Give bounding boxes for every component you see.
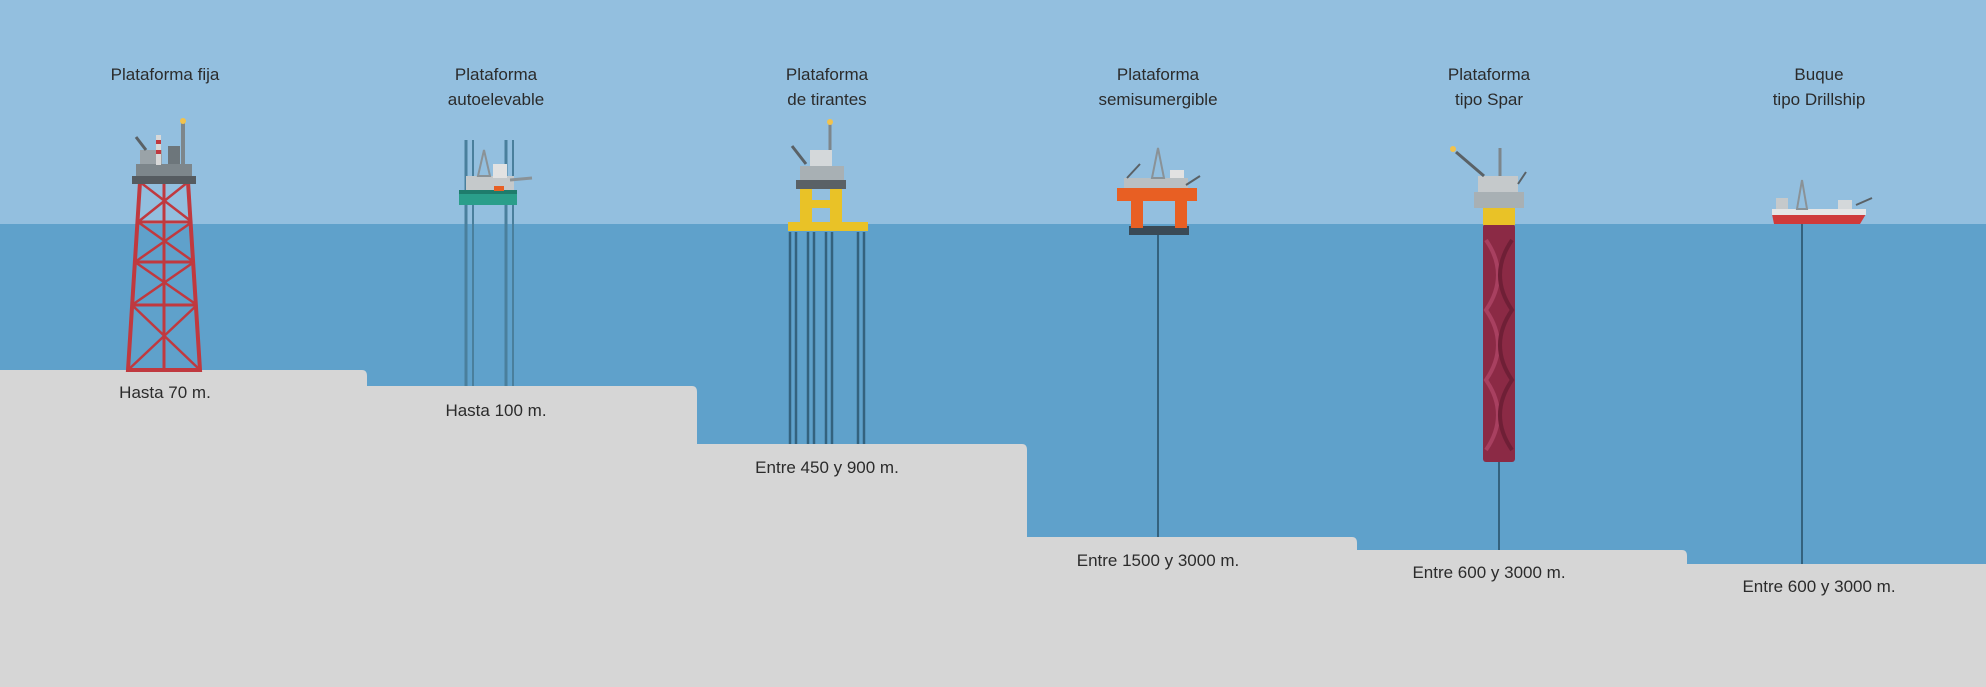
platform-title-line2: semisumergible xyxy=(1098,90,1218,109)
platform-title-fixed: Plataforma fija xyxy=(111,62,220,87)
fixed-platform-illustration xyxy=(125,118,203,372)
platform-title-line1: Plataforma xyxy=(1116,65,1200,84)
tlp-platform-illustration xyxy=(788,119,868,444)
depth-label-spar: Entre 600 y 3000 m. xyxy=(1412,563,1566,582)
platform-title-tlp: Plataforma de tirantes xyxy=(786,62,868,112)
depth-label-tlp: Entre 450 y 900 m. xyxy=(755,458,899,477)
depth-label-semisubmersible: Entre 1500 y 3000 m. xyxy=(1076,551,1240,570)
platform-title-line2: tipo Spar xyxy=(1454,90,1524,109)
platform-title-drillship: Buque tipo Drillship xyxy=(1773,62,1866,112)
platform-title-line1: Plataforma fija xyxy=(110,65,220,84)
platform-title-line1: Plataforma xyxy=(785,65,869,84)
semisubmersible-platform-illustration xyxy=(1117,147,1201,537)
platform-title-semisubmersible: Plataforma semisumergible xyxy=(1098,62,1217,112)
platform-title-line1: Plataforma xyxy=(454,65,538,84)
platform-title-line2: tipo Drillship xyxy=(1772,90,1866,109)
platform-title-line2: autoelevable xyxy=(447,90,545,109)
platform-title-line1: Plataforma xyxy=(1447,65,1531,84)
platform-title-spar: Plataforma tipo Spar xyxy=(1448,62,1530,112)
spar-platform-illustration xyxy=(1450,146,1527,550)
platform-title-line1: Buque xyxy=(1794,65,1844,84)
drillship-illustration xyxy=(1772,179,1873,564)
platform-title-jackup: Plataforma autoelevable xyxy=(448,62,544,112)
depth-label-fixed: Hasta 70 m. xyxy=(119,383,211,402)
platform-title-line2: de tirantes xyxy=(787,90,867,109)
depth-label-jackup: Hasta 100 m. xyxy=(445,401,547,420)
sky xyxy=(0,0,1986,224)
depth-label-drillship: Entre 600 y 3000 m. xyxy=(1742,577,1896,596)
jackup-platform-illustration xyxy=(459,140,533,386)
seabed xyxy=(0,370,1986,687)
